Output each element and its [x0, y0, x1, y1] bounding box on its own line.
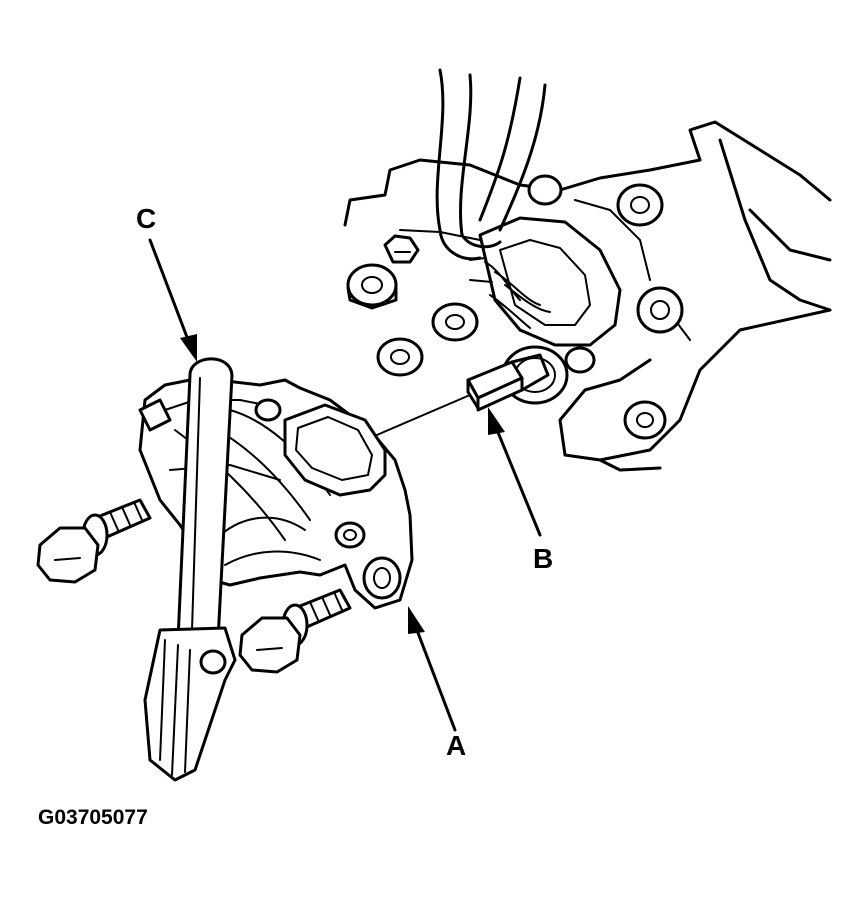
callout-label-a: A [446, 730, 466, 761]
callout-label-c: C [136, 203, 156, 234]
callout-label-b: B [533, 543, 553, 574]
switch-shaft-b [466, 353, 550, 412]
mounting-bolt-1 [36, 498, 152, 584]
callout-leader-b [488, 407, 542, 537]
figure-code: G03705077 [38, 806, 148, 829]
callout-leader-a [408, 606, 457, 732]
wire-harness [435, 68, 551, 329]
mounting-bolt-2 [238, 588, 352, 674]
special-tool-c [143, 357, 237, 782]
callout-leader-c [148, 238, 197, 362]
